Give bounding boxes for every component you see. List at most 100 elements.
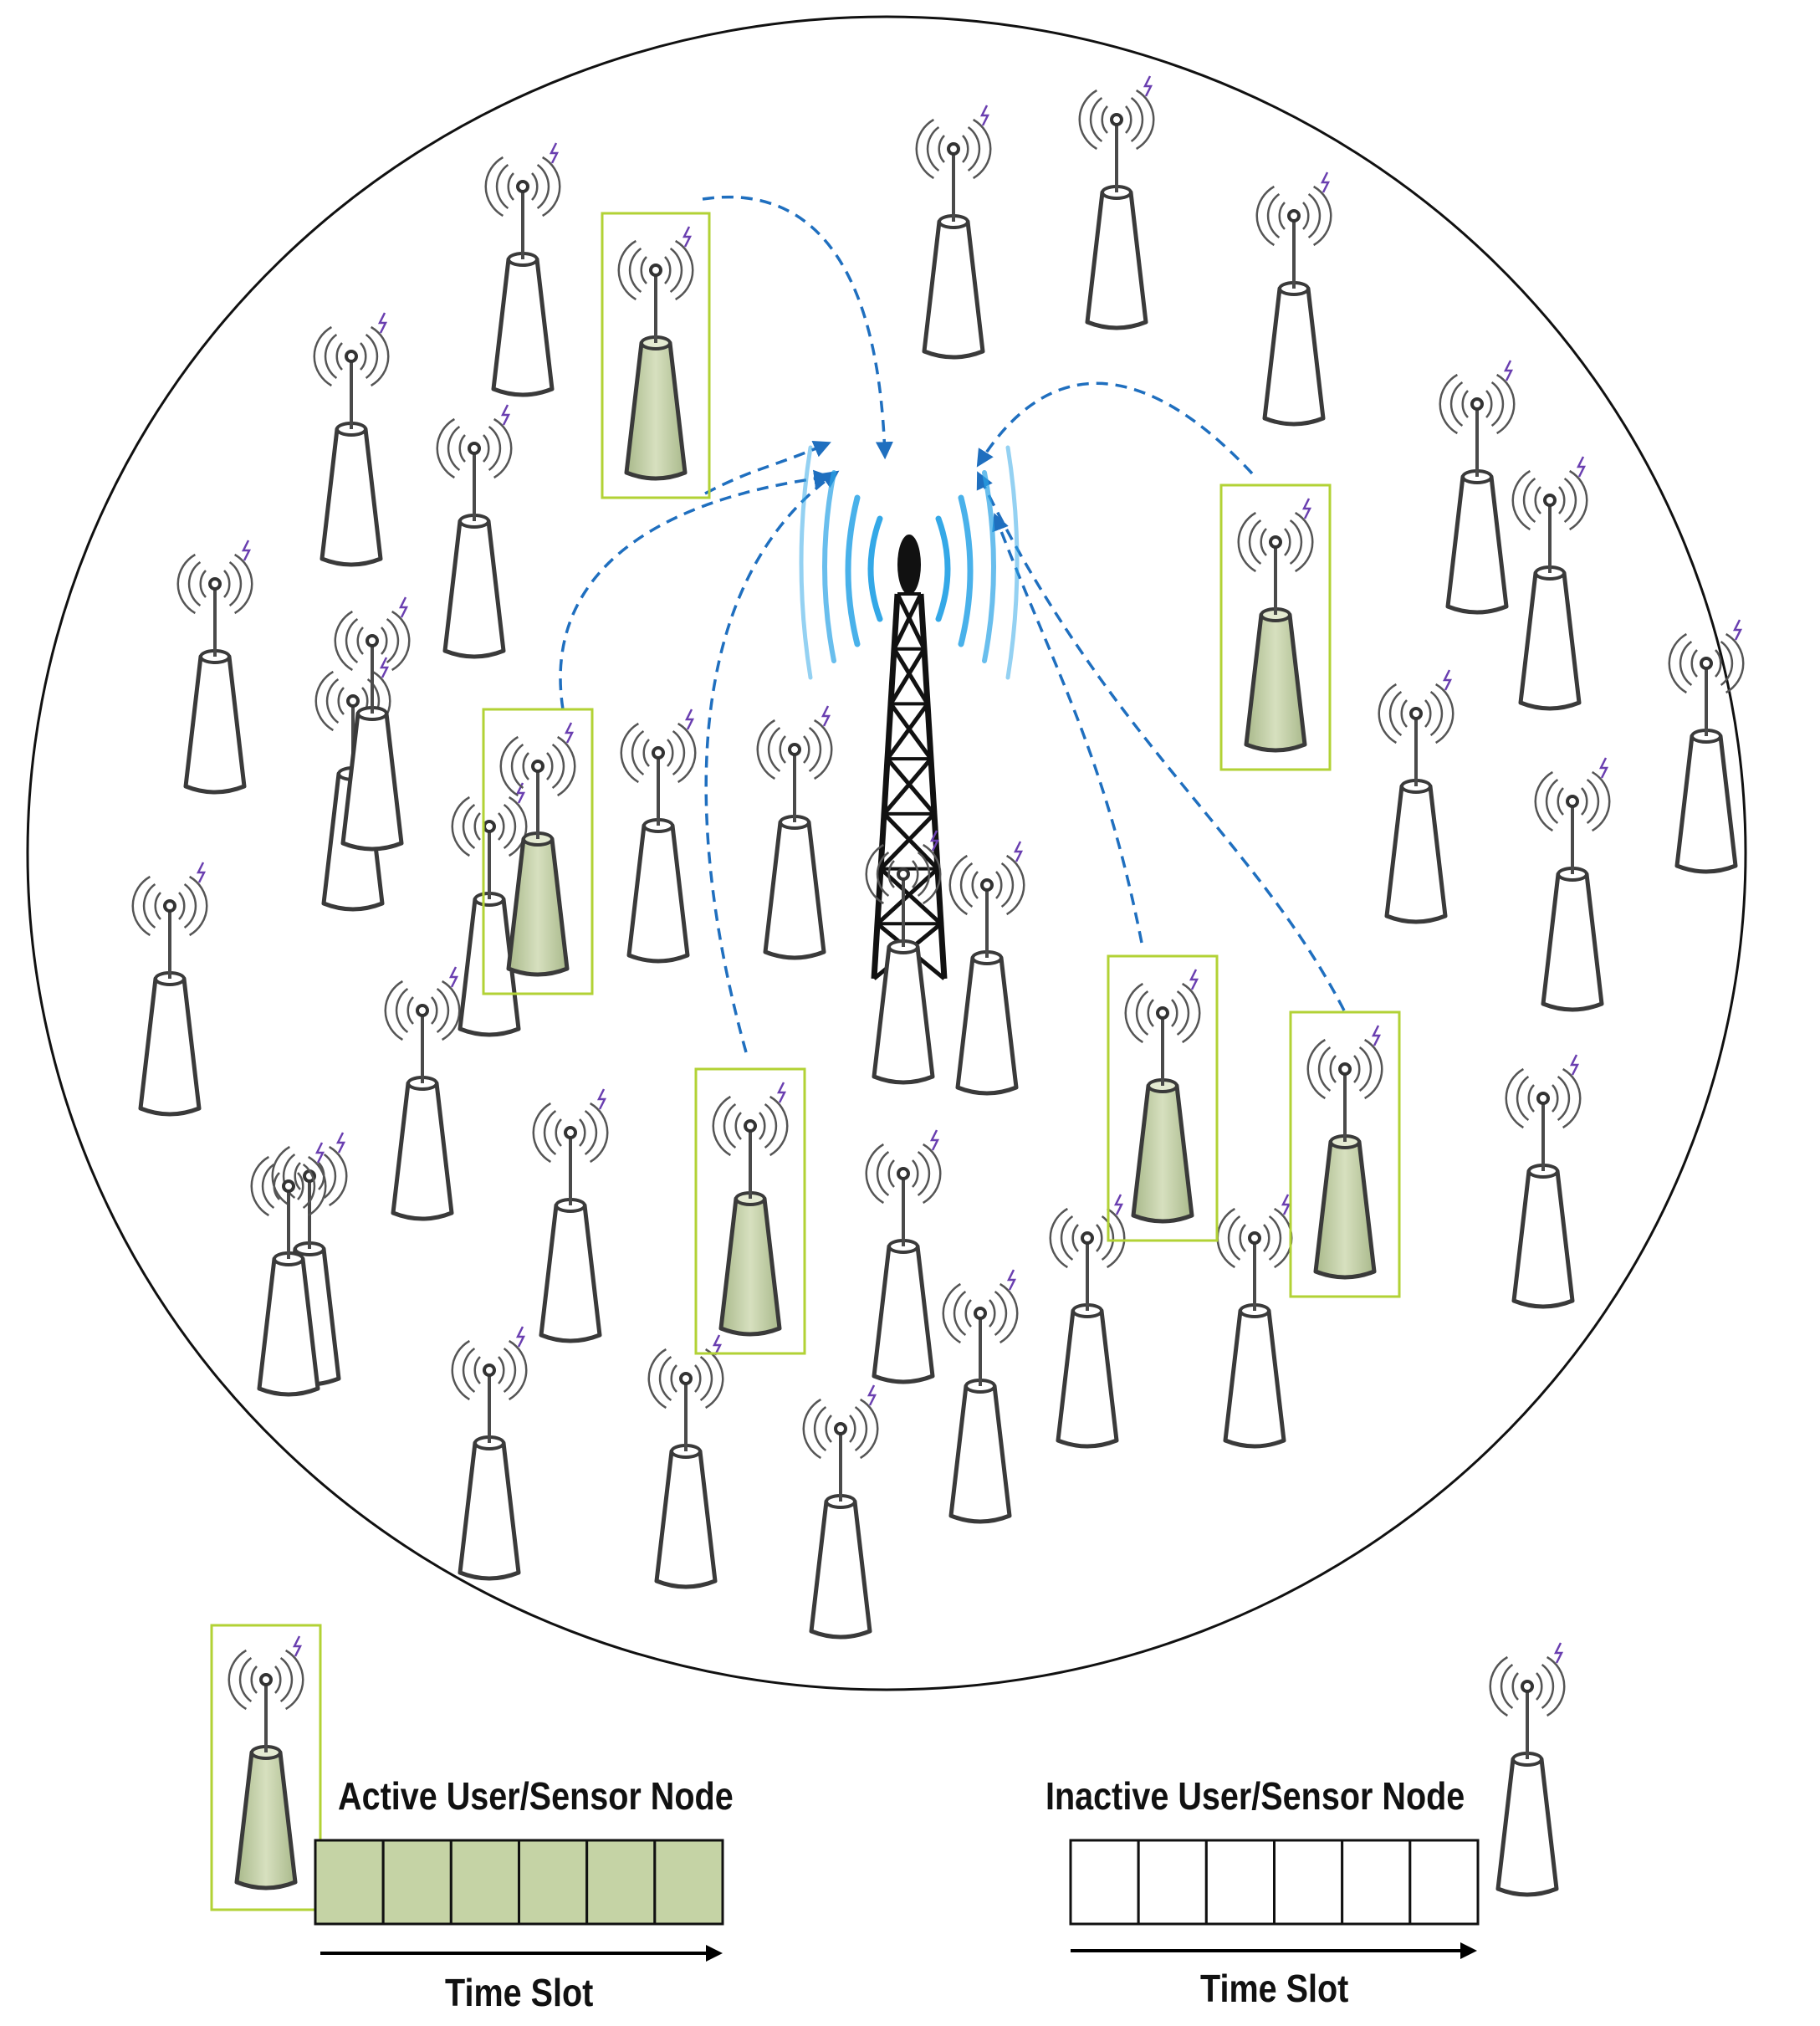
node-body (234, 1750, 298, 1890)
inactive-time-slot-label: Time Slot (1200, 1967, 1349, 2010)
node-body (1313, 1139, 1377, 1280)
sensor-nodes (131, 75, 1745, 1640)
node-body (1518, 570, 1582, 711)
inactive-time-slots (1069, 1839, 1480, 1926)
node-body (654, 1449, 718, 1589)
time-slot-cell (1204, 1839, 1276, 1926)
node-body (1445, 474, 1509, 615)
node-body (391, 1081, 454, 1221)
active-node (1306, 1025, 1383, 1280)
node-body (1223, 1308, 1286, 1449)
inactive-node (1078, 75, 1155, 330)
node-body (1085, 190, 1148, 330)
node-body (183, 654, 247, 795)
active-node-highlight (1289, 1010, 1401, 1298)
coverage-area-circle (26, 15, 1747, 1691)
inactive-node (384, 966, 461, 1221)
inactive-node (436, 404, 513, 659)
active-node (1237, 498, 1314, 753)
inactive-node (865, 1129, 942, 1384)
inactive-node (1255, 171, 1332, 427)
inactive-node (532, 1088, 609, 1343)
inactive-node (176, 540, 253, 795)
time-slot-cell (1069, 1839, 1140, 1926)
node-body (1495, 1757, 1559, 1897)
active-legend-label: Active User/Sensor Node (338, 1774, 734, 1818)
time-slot-cell (1273, 1839, 1344, 1926)
node-body (1674, 734, 1738, 874)
node-body (1131, 1083, 1194, 1224)
inactive-node (131, 862, 208, 1117)
inactive-node (1439, 360, 1516, 615)
node-body (340, 711, 404, 852)
node-body (763, 820, 826, 960)
node-body (1384, 784, 1448, 924)
inactive-node (915, 105, 992, 360)
node-body (624, 340, 688, 481)
node-body (458, 897, 521, 1037)
node-body (626, 823, 690, 964)
node-body (948, 1384, 1012, 1524)
node-body (1244, 612, 1307, 753)
inactive-node (1505, 1054, 1582, 1309)
inactive-node (451, 1326, 528, 1581)
inactive-node (250, 1142, 327, 1397)
node-body (809, 1499, 872, 1640)
time-slot-cell (518, 1839, 589, 1926)
node-body (539, 1203, 602, 1343)
active-node (499, 722, 576, 977)
inactive-node (1378, 669, 1454, 924)
active-node-highlight (1219, 483, 1332, 771)
node-body (1056, 1308, 1119, 1449)
time-slot-cell (653, 1839, 724, 1926)
inactive-node (1511, 456, 1588, 711)
active-node-highlight (482, 708, 594, 995)
inactive-node (620, 709, 697, 964)
cell-tower-icon (799, 445, 1020, 980)
inactive-node (313, 312, 390, 567)
active-node-highlight (694, 1067, 806, 1355)
node-body (1541, 872, 1604, 1012)
node-body (955, 955, 1019, 1096)
active-time-slot-label: Time Slot (445, 1971, 594, 2014)
inactive-node (1668, 619, 1745, 874)
inactive-node (756, 705, 833, 960)
time-slot-cell (449, 1839, 520, 1926)
node-body (458, 1440, 521, 1581)
active-node-highlight (1107, 954, 1219, 1242)
inactive-node (1534, 757, 1611, 1012)
node-body (718, 1196, 782, 1337)
node-body (257, 1256, 320, 1397)
node-body (872, 944, 935, 1085)
legend (210, 1624, 1566, 1962)
inactive-node (802, 1384, 879, 1640)
inactive-node (942, 1269, 1019, 1524)
node-body (442, 519, 506, 659)
time-slot-cell (314, 1839, 385, 1926)
node-body (491, 257, 555, 397)
node-body (506, 836, 570, 977)
active-node-highlight (601, 212, 711, 499)
active-legend-node (228, 1635, 304, 1890)
inactive-legend-node (1489, 1642, 1566, 1897)
inactive-node (451, 782, 528, 1037)
inactive-node (647, 1334, 724, 1589)
active-node (617, 226, 694, 481)
node-body (872, 1244, 935, 1384)
time-slot-cell (1408, 1839, 1480, 1926)
active-time-slots (314, 1839, 724, 1926)
node-body (922, 219, 985, 360)
inactive-node (334, 596, 411, 852)
time-slot-cell (381, 1839, 452, 1926)
node-body (1511, 1169, 1575, 1309)
inactive-node (1216, 1194, 1293, 1449)
inactive-node (948, 841, 1025, 1096)
active-node (1124, 969, 1201, 1224)
node-body (320, 427, 383, 567)
inactive-node (484, 142, 561, 397)
inactive-node (1049, 1194, 1126, 1449)
active-node (712, 1082, 789, 1337)
time-slot-cell (1341, 1839, 1412, 1926)
node-body (138, 976, 202, 1117)
